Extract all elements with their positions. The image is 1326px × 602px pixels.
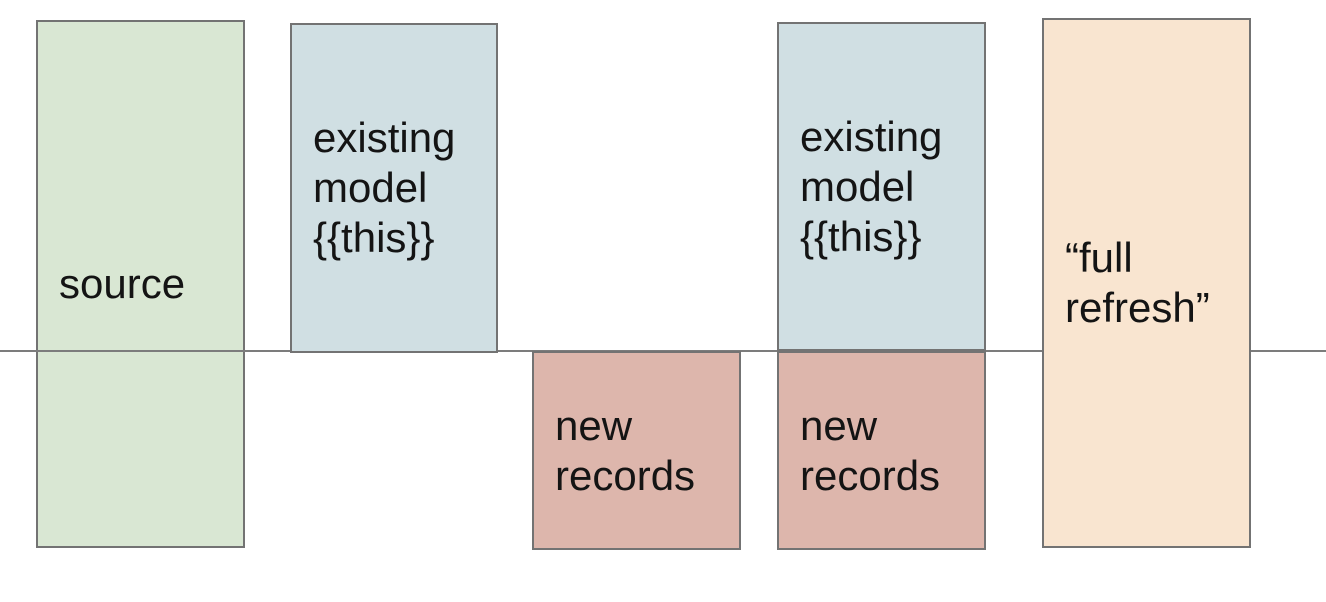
box-existing-model-2-label: existing model {{this}} [800, 112, 943, 260]
box-existing-model-1-label: existing model {{this}} [313, 114, 456, 261]
box-full-refresh: “full refresh” [1042, 18, 1251, 548]
box-existing-model-2: existing model {{this}} [777, 22, 986, 351]
box-new-records-1-label: new records [555, 401, 696, 499]
box-existing-model-1: existing model {{this}} [290, 23, 498, 353]
box-source-label: source [59, 260, 186, 307]
box-new-records-1: new records [532, 351, 741, 550]
box-new-records-2-label: new records [800, 401, 941, 499]
box-new-records-2: new records [777, 351, 986, 550]
box-full-refresh-label: “full refresh” [1065, 234, 1210, 331]
box-source: source [36, 20, 245, 548]
